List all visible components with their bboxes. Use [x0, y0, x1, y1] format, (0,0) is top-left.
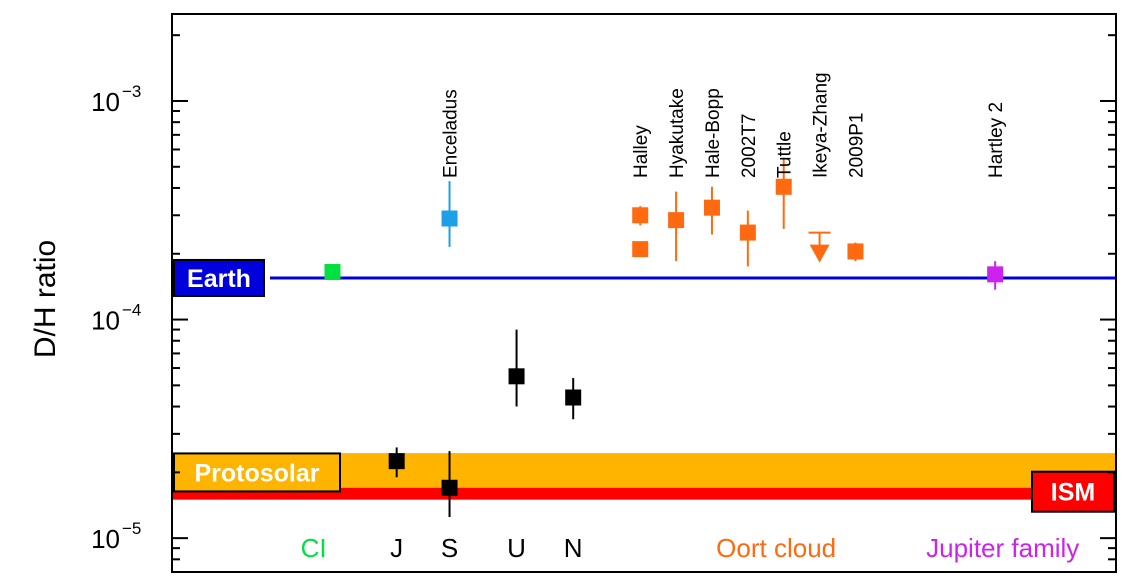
- data-points: [324, 178, 1004, 496]
- label-hyakutake: Hyakutake: [667, 88, 688, 178]
- marker-ci: [324, 264, 341, 281]
- label-2002t7: 2002T7: [739, 114, 760, 178]
- y-tick-label: 10−4: [91, 301, 141, 336]
- y-tick-exponent: −4: [122, 301, 141, 320]
- marker-hartley-2: [987, 266, 1004, 283]
- y-tick-label: 10−3: [91, 82, 141, 117]
- axes: 10−310−410−5: [91, 13, 1117, 573]
- y-tick-exponent: −5: [122, 519, 141, 538]
- plot-frame: [171, 13, 1117, 573]
- category-j: J: [390, 533, 403, 563]
- marker-n: [565, 389, 582, 406]
- label-enceladus: Enceladus: [441, 89, 462, 178]
- label-box-earth: [173, 258, 265, 297]
- marker-u: [508, 368, 525, 385]
- marker-ikeya-zhang: [809, 244, 830, 263]
- marker-j: [388, 453, 405, 470]
- label-ikeya-zhang: Ikeya-Zhang: [811, 72, 832, 178]
- label-text-ism: ISM: [1051, 479, 1095, 507]
- y-axis-title: D/H ratio: [29, 240, 62, 358]
- marker-halley-b: [632, 241, 649, 258]
- point-labels: Enceladus Halley Hyakutake Hale-Bopp 2002T7 T…: [441, 72, 1008, 178]
- label-halley-a: Halley: [631, 125, 652, 178]
- y-tick-base: 10: [91, 524, 120, 554]
- marker-hyakutake: [668, 212, 685, 229]
- marker-halley-a: [632, 207, 649, 224]
- band-ism: [172, 487, 1116, 500]
- marker-2002t7: [739, 224, 756, 241]
- label-hale-bopp: Hale-Bopp: [703, 88, 724, 178]
- label-ism: ISM: [1031, 470, 1115, 513]
- category-oort-cloud: Oort cloud: [716, 533, 836, 563]
- y-tick-exponent: −3: [122, 82, 141, 101]
- label-text-earth: Earth: [187, 265, 251, 293]
- category-ci: CI: [301, 533, 327, 563]
- marker-2009p1: [847, 243, 864, 260]
- category-n: N: [564, 533, 583, 563]
- marker-enceladus: [441, 210, 458, 227]
- label-box-ism: [1031, 470, 1115, 513]
- y-tick-label: 10−5: [91, 519, 141, 554]
- category-jupiter-family: Jupiter family: [926, 533, 1079, 563]
- label-text-protosolar: Protosolar: [194, 459, 319, 487]
- category-labels: CI J S U N Oort cloud Jupiter family: [301, 533, 1080, 563]
- y-tick-base: 10: [91, 87, 120, 117]
- marker-s: [441, 479, 458, 496]
- label-protosolar: Protosolar: [173, 452, 341, 493]
- marker-tuttle: [775, 178, 792, 195]
- marker-hale-bopp: [703, 199, 720, 216]
- label-earth: Earth: [173, 258, 265, 297]
- y-tick-base: 10: [91, 306, 120, 336]
- label-tuttle: Tuttle: [775, 131, 796, 178]
- label-2009p1: 2009P1: [846, 112, 867, 178]
- category-u: U: [507, 533, 526, 563]
- label-hartley-2: Hartley 2: [986, 102, 1007, 178]
- category-s: S: [441, 533, 458, 563]
